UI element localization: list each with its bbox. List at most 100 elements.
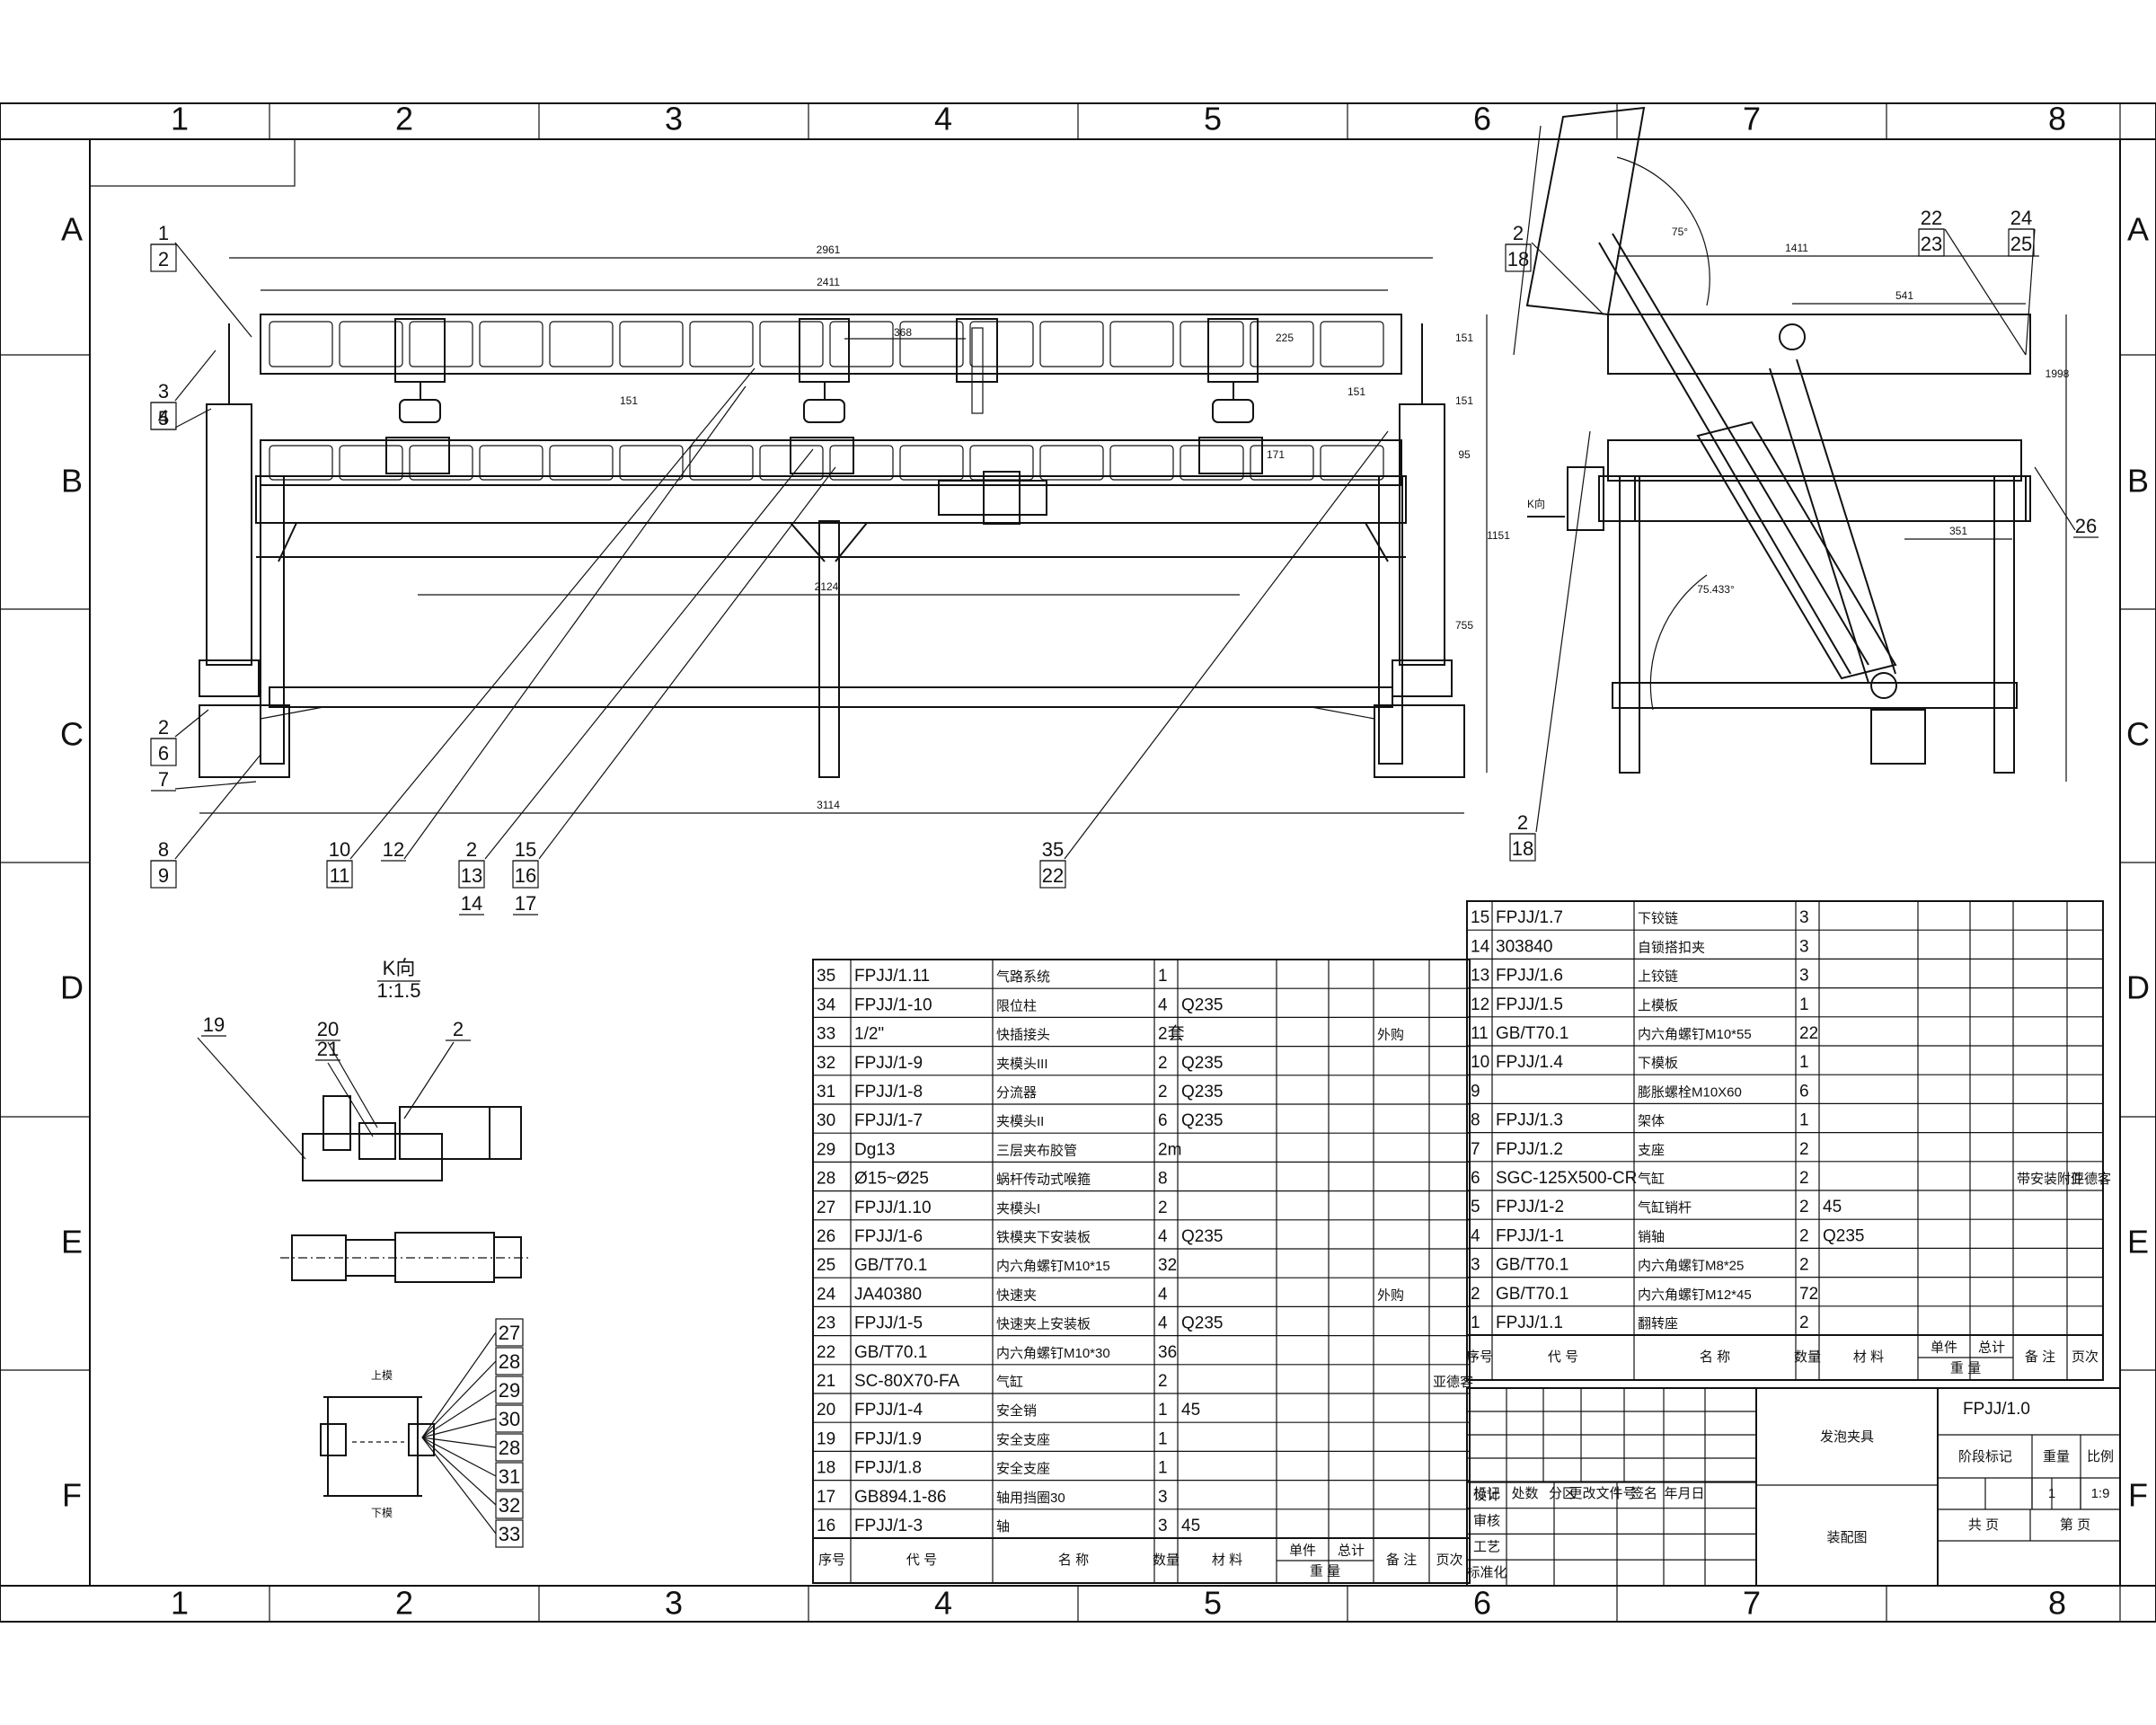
k-callout-4: 2 — [446, 1018, 471, 1041]
role-3: 工艺 — [1473, 1539, 1500, 1554]
zone-col-top-8: 8 — [2048, 101, 2066, 137]
bom-left-cell: 36 — [1158, 1343, 1177, 1362]
bom-right-cell: SGC-125X500-CR — [1496, 1169, 1637, 1188]
bom-left-cell: SC-80X70-FA — [854, 1372, 960, 1391]
zone-row-right-F: F — [2128, 1477, 2148, 1514]
bom-right-cell: FPJJ/1-2 — [1496, 1198, 1564, 1216]
front-dim-height: 1151 — [1487, 529, 1510, 542]
front-callout-5-top: 7 — [158, 768, 169, 791]
revision-col-2: 处数 — [1511, 1486, 1538, 1501]
bom-left-header-total: 总计 — [1338, 1543, 1365, 1558]
bom-left-cell: 33 — [817, 1025, 835, 1044]
bom-right-header-total: 总计 — [1978, 1340, 2005, 1355]
bom-left-cell: Q235 — [1181, 995, 1223, 1014]
k-callout-2-top: 20 — [317, 1018, 339, 1040]
front-callout-11-top: 15 — [515, 838, 536, 861]
bom-right-cell: 1 — [1799, 1053, 1809, 1072]
front-callout-13-top: 35 — [1042, 838, 1064, 861]
bom-right-cell: FPJJ/1.2 — [1496, 1140, 1563, 1159]
zone-col-top-3: 3 — [665, 101, 683, 137]
zone-col-bottom-7: 7 — [1743, 1585, 1761, 1622]
bom-right-header: 序号代 号名 称数量材 料单件总计重 量备 注页次 — [1466, 1334, 2104, 1381]
side-callout-2-top: 22 — [1921, 207, 1942, 229]
bom-left-header-qty: 数量 — [1153, 1552, 1180, 1568]
bom-left-cell: 安全支座 — [996, 1431, 1050, 1447]
bom-right-cell: 72 — [1799, 1285, 1818, 1304]
side-callout-5-top: 2 — [1517, 811, 1528, 834]
side-dim-angle-top: 75° — [1672, 226, 1688, 238]
zone-row-left-D: D — [60, 969, 84, 1006]
side-dim-angle-bottom: 75.433° — [1697, 583, 1735, 596]
front-dim-755: 755 — [1455, 619, 1473, 632]
front-callout-6-bottom: 9 — [158, 864, 169, 887]
bom-left-cell: GB894.1-86 — [854, 1488, 946, 1507]
bom-left-cell: 4 — [1158, 995, 1168, 1014]
bom-left-cell: 铁模夹下安装板 — [996, 1229, 1091, 1245]
bom-right-cell: 上铰链 — [1638, 969, 1678, 985]
bom-left-cell: 1/2" — [854, 1025, 884, 1044]
bom-right-cell: 2 — [1799, 1226, 1809, 1245]
front-callout-8-top: 12 — [383, 838, 404, 861]
zone-col-top-1: 1 — [171, 101, 189, 137]
stage-label: 阶段标记 — [1958, 1449, 2012, 1464]
bom-left-cell: 1 — [1158, 1429, 1168, 1448]
k-callout-1: 19 — [201, 1013, 226, 1037]
bom-right-cell: 2 — [1799, 1169, 1809, 1188]
bom-left-cell: 8 — [1158, 1170, 1168, 1189]
bom-left-header: 序号代 号名 称数量材 料单件总计重 量备 注页次 — [812, 1537, 1471, 1584]
revision-col-3: 分区 — [1549, 1486, 1576, 1501]
zone-col-bottom-1: 1 — [171, 1585, 189, 1622]
bom-left-cell: 夹模头III — [996, 1057, 1048, 1072]
bom-right-cell: 亚德客 — [2071, 1171, 2111, 1187]
side-dim-351: 351 — [1949, 525, 1967, 537]
front-dim-171: 171 — [1267, 448, 1285, 461]
bom-left-cell: JA40380 — [854, 1285, 922, 1304]
bom-left-cell: 2 — [1158, 1199, 1168, 1217]
side-dim-1411: 1411 — [1785, 242, 1808, 254]
bom-right-header-page: 页次 — [2072, 1349, 2099, 1365]
bom-left-cell: Q235 — [1181, 1054, 1223, 1073]
bom-right-header-qty: 数量 — [1794, 1349, 1821, 1365]
bom-left-cell: 安全销 — [996, 1402, 1037, 1419]
bom-left-cell: 25 — [817, 1256, 835, 1275]
zone-row-right-E: E — [2127, 1224, 2149, 1261]
bom-right-cell: 内六角螺钉M10*55 — [1638, 1027, 1752, 1042]
bom-right-cell: 膨胀螺栓M10X60 — [1638, 1084, 1742, 1100]
bom-right-cell: FPJJ/1-1 — [1496, 1226, 1564, 1245]
bom-right-cell: 内六角螺钉M12*45 — [1638, 1287, 1752, 1303]
front-callout-13-bottom: 22 — [1042, 864, 1064, 887]
zone-row-left-A: A — [61, 211, 83, 248]
bom-right-cell: 9 — [1471, 1082, 1480, 1101]
bom-left-cell: 32 — [817, 1054, 835, 1073]
front-dim-95: 95 — [1458, 448, 1471, 461]
bom-right-header-no: 序号 — [1466, 1349, 1493, 1365]
bom-left-cell: 28 — [817, 1170, 835, 1189]
front-dim-225: 225 — [1276, 332, 1294, 344]
bom-left-header-material: 材 料 — [1212, 1552, 1242, 1568]
bom-right-cell: 11 — [1471, 1024, 1489, 1043]
front-callout-7-bottom: 11 — [330, 864, 350, 887]
bom-left-cell: 分流器 — [996, 1085, 1037, 1101]
detail-callout-3-label: 29 — [499, 1379, 520, 1402]
detail-callout-7-label: 32 — [499, 1494, 520, 1517]
front-callout-12-top: 17 — [515, 892, 536, 915]
detail-callout-5-label: 28 — [499, 1437, 520, 1459]
front-dim-151c: 151 — [1455, 332, 1473, 344]
bom-right-cell: 支座 — [1638, 1143, 1665, 1158]
bom-right-cell: 4 — [1471, 1226, 1480, 1245]
bom-right-cell: 2 — [1799, 1140, 1809, 1159]
